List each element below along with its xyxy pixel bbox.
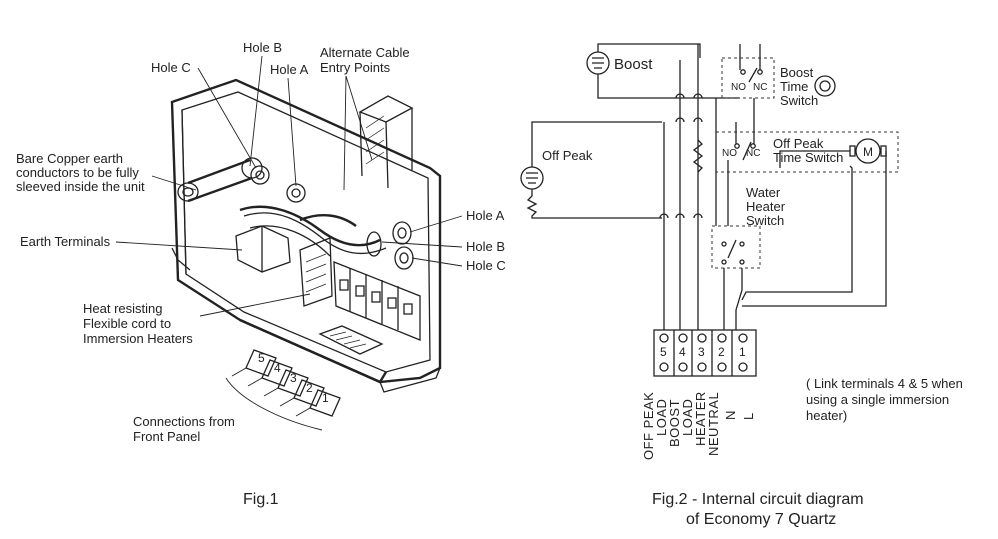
label-earth-terminals: Earth Terminals [20, 234, 111, 249]
fig1-leader-lines [115, 55, 463, 317]
label-boost-switch-3: Switch [780, 93, 818, 108]
boost-lamp-symbol [586, 43, 740, 99]
terminal-number-5: 5 [660, 345, 667, 359]
label-boost-switch-2: Time [780, 79, 808, 94]
fig1-unit-drawing [170, 78, 442, 431]
terminal-label-n: N [723, 410, 738, 420]
label-water-2: Heater [746, 199, 786, 214]
note-line-3: heater) [806, 408, 847, 423]
label-hole-b-right: Hole B [466, 239, 505, 254]
plug-number-1: 1 [322, 391, 329, 405]
terminal-label-off-peak: OFF PEAK [641, 392, 656, 460]
label-water-1: Water [746, 185, 781, 200]
label-offpeak-nc: NC [746, 148, 760, 159]
plug-number-5: 5 [258, 351, 265, 365]
terminal-number-3: 3 [698, 345, 705, 359]
label-heat-1: Heat resisting [83, 301, 162, 316]
offpeak-switch-box [715, 131, 899, 173]
boost-switch-box [721, 57, 775, 99]
note-line-1: ( Link terminals 4 & 5 when [806, 376, 963, 391]
label-boost-nc: NC [753, 82, 767, 93]
label-motor: M [863, 145, 873, 159]
terminal-label-load-2: LOAD [680, 399, 695, 436]
plug-number-2: 2 [306, 381, 313, 395]
label-offpeak-switch-2: Time Switch [773, 150, 843, 165]
water-heater-switch-box [711, 225, 761, 269]
fig2-caption-1: Fig.2 - Internal circuit diagram [652, 491, 864, 508]
terminal-number-1: 1 [739, 345, 746, 359]
fig2-caption-2: of Economy 7 Quartz [686, 511, 836, 528]
note-line-2: using a single immersion [806, 392, 949, 407]
label-copper-3: sleeved inside the unit [16, 179, 145, 194]
label-boost-switch-1: Boost [780, 65, 814, 80]
label-hole-c-top: Hole C [151, 60, 191, 75]
terminal-number-2: 2 [718, 345, 725, 359]
label-hole-a-right: Hole A [466, 208, 505, 223]
terminal-block [653, 329, 757, 377]
fig1-labels: Hole B Hole C Hole A Alternate Cable Ent… [16, 40, 506, 508]
terminal-label-neutral: NEUTRAL [706, 392, 721, 456]
label-hole-c-right: Hole C [466, 258, 506, 273]
boost-clock-icon [814, 75, 836, 97]
label-alt-cable-1: Alternate Cable [320, 45, 410, 60]
plug-number-4: 4 [274, 361, 281, 375]
fig2-labels: Boost Boost Time Switch NO NC Off Peak O… [542, 56, 963, 528]
label-heat-2: Flexible cord to [83, 316, 171, 331]
label-heat-3: Immersion Heaters [83, 331, 193, 346]
front-panel-plugs [225, 349, 341, 431]
label-boost-no: NO [731, 82, 746, 93]
offpeak-lamp-symbol [520, 121, 662, 219]
label-offpeak-no: NO [722, 148, 737, 159]
terminal-label-load-1: LOAD [654, 399, 669, 436]
label-water-3: Switch [746, 213, 784, 228]
label-conn-1: Connections from [133, 414, 235, 429]
label-hole-a-top: Hole A [270, 62, 309, 77]
label-copper-1: Bare Copper earth [16, 151, 123, 166]
fig1-caption: Fig.1 [243, 491, 279, 508]
label-alt-cable-2: Entry Points [320, 60, 391, 75]
terminal-label-l: L [741, 412, 756, 420]
label-conn-2: Front Panel [133, 429, 200, 444]
label-hole-b-top: Hole B [243, 40, 282, 55]
label-offpeak-switch-1: Off Peak [773, 136, 824, 151]
label-boost: Boost [614, 56, 653, 73]
terminal-label-heater: HEATER [693, 391, 708, 446]
plug-number-3: 3 [290, 371, 297, 385]
label-copper-2: conductors to be fully [16, 165, 139, 180]
terminal-number-4: 4 [679, 345, 686, 359]
label-off-peak: Off Peak [542, 148, 593, 163]
terminal-label-boost: BOOST [667, 399, 682, 447]
fig2-circuit [520, 43, 899, 377]
